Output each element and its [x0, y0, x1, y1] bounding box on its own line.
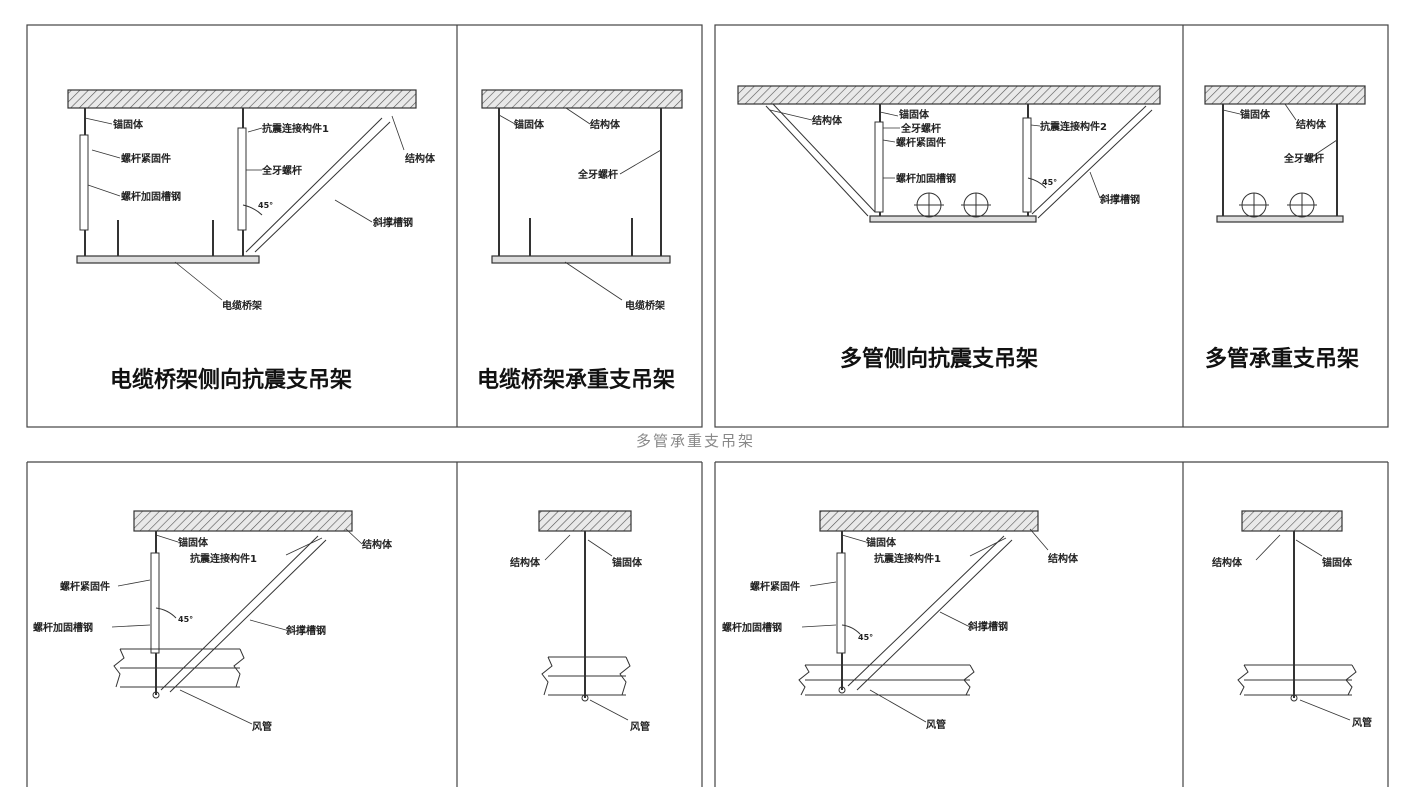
label-reinforce: 螺杆加固槽钢	[722, 621, 782, 634]
label-tray: 电缆桥架	[222, 299, 262, 312]
label-structure: 结构体	[590, 118, 621, 131]
label-angle: 45°	[1042, 178, 1057, 187]
reinforce-channel	[237, 127, 247, 231]
label-duct: 风管	[1352, 716, 1372, 729]
label-anchor: 锚固体	[514, 118, 545, 131]
structure-slab	[1241, 510, 1343, 532]
label-anchor: 锚固体	[899, 108, 930, 121]
label-anchor: 锚固体	[866, 536, 897, 549]
label-angle: 45°	[858, 633, 873, 642]
air-duct	[1237, 664, 1357, 696]
structure-slab	[819, 510, 1039, 532]
label-structure: 结构体	[812, 114, 843, 127]
cable-tray	[76, 255, 260, 264]
structure-slab	[67, 89, 417, 109]
label-anchor: 锚固体	[1240, 108, 1271, 121]
label-reinforce: 螺杆加固槽钢	[33, 621, 93, 634]
label-structure: 结构体	[1048, 552, 1079, 565]
reinforce-channel	[836, 552, 846, 654]
cable-tray	[491, 255, 671, 264]
label-brace: 斜撑槽钢	[1099, 193, 1140, 206]
label-structure: 结构体	[405, 152, 436, 165]
label-anchor: 锚固体	[612, 556, 643, 569]
label-full-thread: 全牙螺杆	[261, 164, 302, 177]
frame-bottom-right	[714, 461, 1389, 787]
panel-cable-tray-lateral: 锚固体 螺杆紧固件 螺杆加固槽钢 抗震连接构件1 结构体 全牙螺杆 45° 斜撑…	[67, 89, 436, 393]
label-anchor: 锚固体	[178, 536, 209, 549]
label-fastener: 螺杆紧固件	[60, 580, 110, 593]
label-full-thread: 全牙螺杆	[1283, 152, 1324, 165]
structure-slab	[1204, 85, 1366, 105]
air-duct	[798, 664, 975, 696]
label-fastener: 螺杆紧固件	[121, 152, 171, 165]
structure-slab	[538, 510, 632, 532]
panel-cable-tray-bearing: 锚固体 结构体 全牙螺杆 电缆桥架 电缆桥架承重支吊架	[477, 89, 683, 393]
panel-duct-lateral: 锚固体 抗震连接构件1 结构体 螺杆紧固件 螺杆加固槽钢 45° 斜撑槽钢 风管	[33, 510, 393, 733]
label-structure: 结构体	[510, 556, 541, 569]
label-brace: 斜撑槽钢	[372, 216, 413, 229]
label-duct: 风管	[926, 718, 946, 731]
structure-slab	[133, 510, 353, 532]
label-reinforce: 螺杆加固槽钢	[121, 190, 181, 203]
label-anchor: 锚固体	[113, 118, 144, 131]
panel-caption: 电缆桥架承重支吊架	[477, 367, 675, 393]
label-structure: 结构体	[1296, 118, 1327, 131]
label-duct: 风管	[630, 720, 650, 733]
label-connector: 抗震连接构件1	[874, 552, 941, 565]
panel-caption: 多管承重支吊架	[1205, 346, 1359, 372]
label-brace: 斜撑槽钢	[285, 624, 326, 637]
label-angle: 45°	[258, 201, 273, 210]
label-brace: 斜撑槽钢	[967, 620, 1008, 633]
label-duct: 风管	[252, 720, 272, 733]
label-structure: 结构体	[1212, 556, 1243, 569]
reinforce-channel	[150, 552, 160, 654]
middle-caption: 多管承重支吊架	[636, 432, 755, 450]
structure-slab	[737, 85, 1161, 105]
reinforce-channel	[79, 134, 89, 231]
label-fastener: 螺杆紧固件	[750, 580, 800, 593]
label-full-thread: 全牙螺杆	[900, 122, 941, 135]
panel-multipipe-lateral: 结构体 锚固体 全牙螺杆 螺杆紧固件 螺杆加固槽钢 抗震连接构件2 45° 斜撑…	[737, 85, 1161, 372]
reinforce-channel	[874, 121, 884, 213]
label-connector: 抗震连接构件2	[1040, 120, 1107, 133]
label-connector: 抗震连接构件1	[262, 122, 329, 135]
reinforce-channel	[1022, 117, 1032, 213]
label-connector: 抗震连接构件1	[190, 552, 257, 565]
panel-duct-lateral-2: 锚固体 抗震连接构件1 结构体 螺杆紧固件 螺杆加固槽钢 45° 斜撑槽钢 风管	[722, 510, 1079, 731]
label-fastener: 螺杆紧固件	[896, 136, 946, 149]
structure-slab	[481, 89, 683, 109]
label-reinforce: 螺杆加固槽钢	[896, 172, 956, 185]
frame-top-left	[26, 24, 703, 428]
frame-bottom-left	[26, 461, 703, 787]
label-structure: 结构体	[362, 538, 393, 551]
label-full-thread: 全牙螺杆	[577, 168, 618, 181]
panel-multipipe-bearing: 锚固体 结构体 全牙螺杆 多管承重支吊架	[1204, 85, 1366, 372]
support-bar	[869, 215, 1037, 223]
air-duct	[113, 648, 245, 688]
panel-caption: 电缆桥架侧向抗震支吊架	[110, 367, 352, 393]
air-duct	[541, 656, 631, 696]
label-tray: 电缆桥架	[625, 299, 665, 312]
support-bar	[1216, 215, 1344, 223]
panel-duct-bearing-2: 结构体 锚固体 风管	[1212, 510, 1372, 729]
label-angle: 45°	[178, 615, 193, 624]
panel-duct-bearing: 结构体 锚固体 风管	[510, 510, 650, 733]
panel-caption: 多管侧向抗震支吊架	[840, 346, 1038, 372]
frame-top-right	[714, 24, 1389, 428]
label-anchor: 锚固体	[1322, 556, 1353, 569]
